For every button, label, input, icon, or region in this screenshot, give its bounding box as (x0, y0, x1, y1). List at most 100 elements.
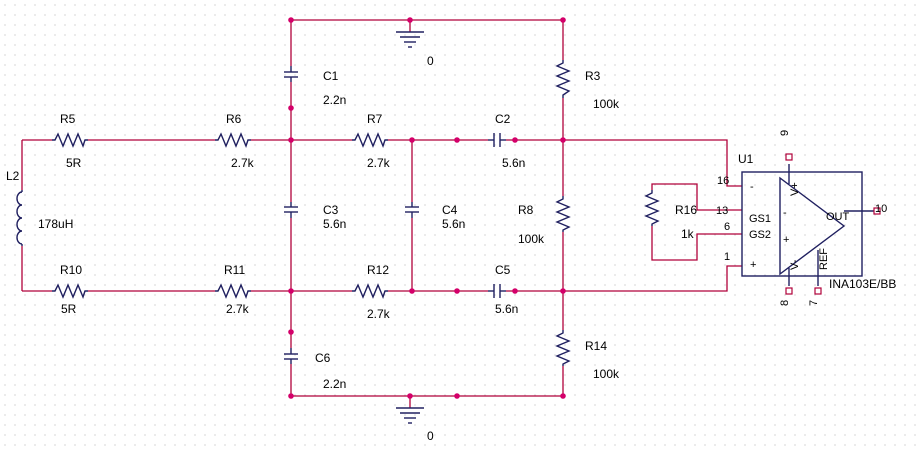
junction-dot (407, 17, 413, 23)
junction-dot (409, 137, 415, 143)
resistor-r11-value: 2.7k (226, 302, 250, 316)
wire-r16-gs1[interactable] (651, 183, 742, 211)
resistor-r5[interactable] (52, 132, 88, 148)
pin-gs1-label: GS1 (749, 213, 771, 225)
capacitor-c5-ref: C5 (495, 263, 511, 277)
resistor-r16-value: 1k (681, 227, 695, 241)
resistor-r6-ref: R6 (226, 112, 242, 126)
pin-number-13: 13 (716, 205, 728, 217)
resistor-r14-ref: R14 (585, 339, 607, 353)
opamp-minus-input: - (783, 207, 787, 219)
resistor-r10-value: 5R (61, 302, 77, 316)
ground-symbol-bottom[interactable] (396, 407, 424, 424)
resistor-r6[interactable] (215, 132, 251, 148)
junction-dot (560, 17, 566, 23)
junction-dot (288, 329, 294, 335)
amplifier-part-number: INA103E/BB (829, 277, 896, 291)
capacitor-c3-value: 5.6n (323, 217, 346, 231)
resistor-r12[interactable] (352, 283, 388, 299)
resistor-r8[interactable] (555, 196, 571, 232)
resistor-r3-ref: R3 (585, 69, 601, 83)
capacitor-c1[interactable] (284, 66, 298, 82)
capacitor-c4-ref: C4 (442, 203, 458, 217)
resistor-r16[interactable] (644, 190, 660, 226)
pin-ref-label: REF (818, 248, 830, 270)
junction-dot (407, 393, 413, 399)
junction-dot (560, 288, 566, 294)
junction-dot (512, 288, 518, 294)
junction-dot (512, 137, 518, 143)
capacitor-c6-ref: C6 (315, 351, 331, 365)
junction-dot (409, 288, 415, 294)
wire-r16-gs2[interactable] (651, 226, 742, 261)
capacitor-c3[interactable] (284, 202, 298, 218)
resistor-r10-ref: R10 (60, 263, 82, 277)
junction-dot (288, 17, 294, 23)
pin-number-16: 16 (717, 175, 729, 187)
pin-number-7: 7 (808, 300, 820, 306)
resistor-r14[interactable] (555, 330, 571, 366)
junction-dot (288, 288, 294, 294)
resistor-r14-value: 100k (593, 367, 620, 381)
resistor-r5-ref: R5 (60, 112, 76, 126)
pin-number-1: 1 (724, 251, 730, 263)
pin-number-10: 10 (875, 203, 887, 215)
pin-out-label: OUT (826, 211, 850, 223)
amplifier-ref: U1 (738, 152, 754, 166)
resistor-r7-value: 2.7k (367, 156, 391, 170)
ground-label-top: 0 (427, 54, 434, 68)
pin-number-8: 8 (779, 300, 791, 306)
capacitor-c1-ref: C1 (323, 69, 339, 83)
capacitor-c3-ref: C3 (323, 203, 339, 217)
resistor-r6-value: 2.7k (231, 156, 255, 170)
resistor-r11-ref: R11 (224, 263, 245, 277)
pin-minus-symbol: - (750, 181, 754, 193)
capacitor-c6-value: 2.2n (323, 377, 346, 391)
pin-number-9: 9 (779, 130, 791, 136)
capacitor-c4[interactable] (405, 202, 419, 218)
resistor-r16-ref: R16 (675, 203, 697, 217)
resistor-r7[interactable] (352, 132, 388, 148)
inductor-l2[interactable] (16, 190, 23, 246)
amplifier-u1[interactable] (741, 153, 881, 295)
resistor-r5-value: 5R (66, 156, 82, 170)
ground-label-bottom: 0 (427, 429, 434, 443)
capacitor-c1-value: 2.2n (323, 93, 346, 107)
wires (21, 19, 742, 408)
junction-dot (288, 137, 294, 143)
pin-plus-symbol: + (750, 259, 756, 271)
capacitor-c6[interactable] (284, 348, 298, 364)
junction-dots (288, 17, 566, 399)
capacitor-c4-value: 5.6n (442, 217, 465, 231)
junction-dot (560, 137, 566, 143)
capacitor-c2[interactable] (488, 133, 506, 147)
pin-vminus-label: V- (789, 259, 801, 270)
pin-vplus-label: V+ (789, 182, 801, 196)
opamp-plus-input: + (783, 234, 789, 246)
junction-dot (288, 393, 294, 399)
resistor-r10[interactable] (52, 283, 88, 299)
pin-gs2-label: GS2 (749, 229, 771, 241)
capacitor-c5[interactable] (488, 284, 506, 298)
ground-symbol-top[interactable] (396, 31, 424, 48)
wire-c5-u1-plus[interactable] (506, 265, 742, 292)
junction-dot (560, 393, 566, 399)
wire-c2-u1-minus[interactable] (506, 139, 742, 187)
resistor-r12-ref: R12 (367, 263, 389, 277)
resistor-r3-value: 100k (593, 97, 620, 111)
resistor-r8-ref: R8 (518, 203, 534, 217)
junction-dot (288, 105, 294, 111)
resistor-r12-value: 2.7k (367, 307, 391, 321)
resistor-r11[interactable] (215, 283, 251, 299)
junction-dot (454, 393, 460, 399)
resistor-r3[interactable] (555, 60, 571, 98)
inductor-l2-value: 178uH (38, 217, 73, 231)
pin-number-6: 6 (724, 221, 730, 233)
capacitor-c2-ref: C2 (495, 112, 511, 126)
capacitor-c2-value: 5.6n (502, 156, 525, 170)
junction-dot (454, 288, 460, 294)
inductor-l2-ref: L2 (6, 169, 20, 183)
